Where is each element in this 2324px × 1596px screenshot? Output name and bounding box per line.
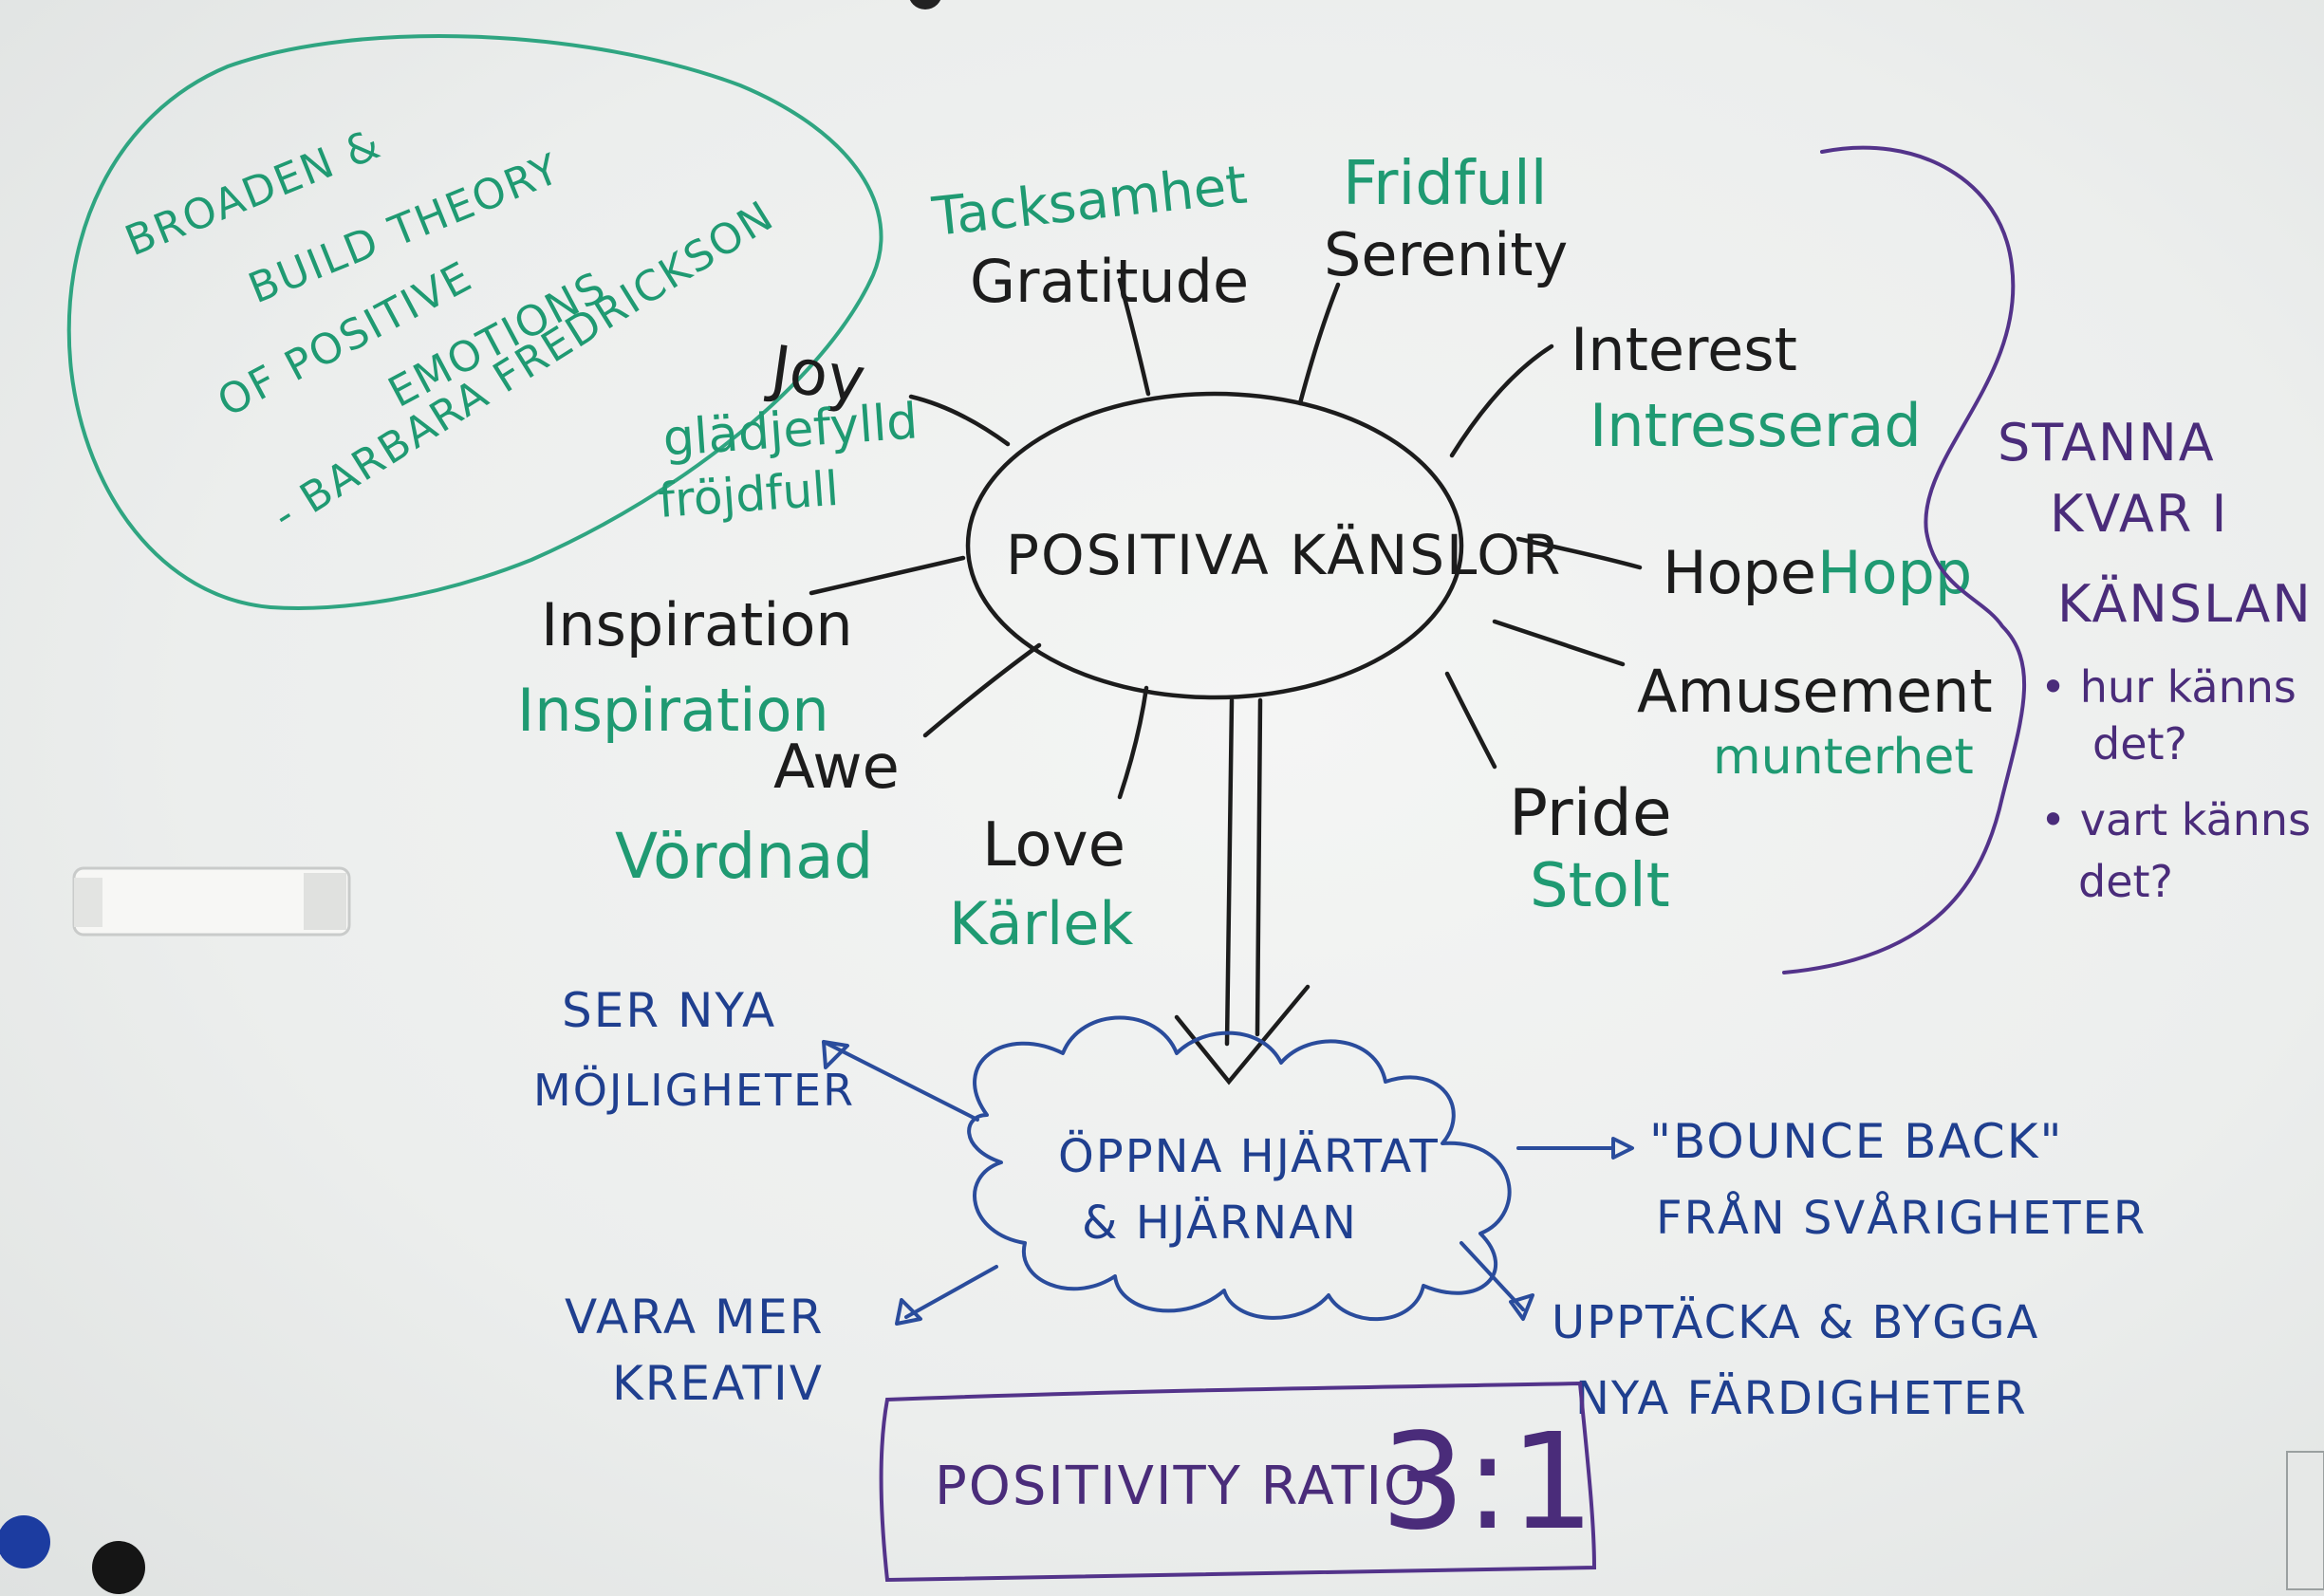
inspiration-sv: Inspiration <box>517 676 829 745</box>
ratio-value: 3:1 <box>1381 1405 1594 1560</box>
center-label: POSITIVA KÄNSLOR <box>1006 523 1562 587</box>
stay-line-1: STANNA <box>1998 413 2216 473</box>
interest-en: Interest <box>1571 315 1797 384</box>
outcome-creative: VARA MER KREATIV <box>565 1290 825 1411</box>
interest-sv: Intresserad <box>1590 391 1922 460</box>
center-oval <box>965 391 1464 700</box>
outcome-bounce-l1: "BOUNCE BACK" <box>1649 1114 2064 1169</box>
stay-bullet-2-l1: • vart känns <box>2040 794 2311 845</box>
cloud-line-2: & HJÄRNAN <box>1082 1197 1358 1250</box>
emotion-awe: Awe Vördnad <box>615 733 900 893</box>
gratitude-sv: Tacksamhet <box>929 155 1250 249</box>
outcome-bounce-l2: FRÅN SVÅRIGHETER <box>1656 1191 2147 1245</box>
outcome-skills: UPPTÄCKA & BYGGA NYA FÄRDIGHETER <box>1552 1296 2039 1425</box>
awe-en: Awe <box>773 733 900 803</box>
emotion-amusement: Amusement munterhet <box>1637 657 1993 786</box>
joy-sv: glädjefylld <box>661 393 920 468</box>
edge-sticker <box>2286 1451 2324 1590</box>
joy-sv2: fröjdfull <box>657 461 841 529</box>
pride-sv: Stolt <box>1530 851 1670 921</box>
outcome-skills-l1: UPPTÄCKA & BYGGA <box>1552 1296 2039 1349</box>
inspiration-en: Inspiration <box>541 590 853 659</box>
joy-en: Joy <box>763 331 870 418</box>
emotion-interest: Interest Intresserad <box>1571 315 1922 460</box>
emotion-inspiration: Inspiration Inspiration <box>517 590 853 745</box>
stay-line-3: KÄNSLAN <box>2057 574 2313 634</box>
outcome-see: SER NYA MÖJLIGHETER <box>533 983 855 1116</box>
hope-en: Hope <box>1663 538 1816 607</box>
pride-en: Pride <box>1509 776 1672 851</box>
eraser <box>72 866 351 937</box>
magnet-top <box>909 0 941 9</box>
ratio-label: POSITIVITY RATIO <box>935 1456 1427 1517</box>
theory-outline <box>66 34 883 610</box>
magnet-blue <box>0 1515 50 1568</box>
stay-bullet-1-l2: det? <box>2092 718 2187 770</box>
emotion-hope: Hope Hopp <box>1663 538 1972 607</box>
outcome-skills-l2: NYA FÄRDIGHETER <box>1575 1372 2028 1425</box>
cloud-text: ÖPPNA HJÄRTAT & HJÄRNAN <box>1058 1130 1440 1250</box>
stay-brace <box>1782 145 2027 974</box>
stay-bullet-1-l1: • hur känns <box>2040 661 2296 713</box>
stay-note: STANNA KVAR I KÄNSLAN <box>1998 413 2313 634</box>
emotion-serenity: Fridfull Serenity <box>1324 149 1568 289</box>
cloud-line-1: ÖPPNA HJÄRTAT <box>1058 1130 1440 1183</box>
outcome-see-l2: MÖJLIGHETER <box>533 1065 855 1116</box>
stay-bullet-2-l2: det? <box>2078 856 2173 907</box>
outcome-creative-l2: KREATIV <box>612 1356 824 1411</box>
serenity-sv: Fridfull <box>1343 149 1548 219</box>
ratio-box <box>879 1381 1597 1583</box>
amusement-en: Amusement <box>1637 657 1993 726</box>
hope-sv: Hopp <box>1817 538 1972 607</box>
emotion-joy: Joy glädjefylld fröjdfull <box>657 331 920 529</box>
stay-line-2: KVAR I <box>2050 484 2228 544</box>
stay-bullets: • hur känns det? • vart känns det? <box>2040 661 2311 907</box>
emotion-pride: Pride Stolt <box>1509 776 1672 921</box>
serenity-en: Serenity <box>1324 220 1568 289</box>
magnet-black <box>92 1541 145 1594</box>
love-en: Love <box>982 810 1125 881</box>
amusement-sv: munterhet <box>1713 729 1974 786</box>
gratitude-en: Gratitude <box>970 247 1249 316</box>
ratio: POSITIVITY RATIO 3:1 <box>935 1405 1594 1560</box>
outcome-creative-l1: VARA MER <box>565 1290 825 1345</box>
emotion-love: Love Kärlek <box>949 810 1133 958</box>
spokes <box>809 277 1643 800</box>
awe-sv: Vördnad <box>615 820 873 893</box>
outcome-arrows <box>822 1040 1634 1326</box>
love-sv: Kärlek <box>949 889 1133 958</box>
outcome-see-l1: SER NYA <box>562 983 776 1038</box>
outcome-bounce: "BOUNCE BACK" FRÅN SVÅRIGHETER <box>1649 1114 2147 1245</box>
emotion-gratitude: Tacksamhet Gratitude <box>929 155 1250 316</box>
down-arrow <box>1174 697 1311 1086</box>
cloud-outline <box>967 1015 1512 1322</box>
